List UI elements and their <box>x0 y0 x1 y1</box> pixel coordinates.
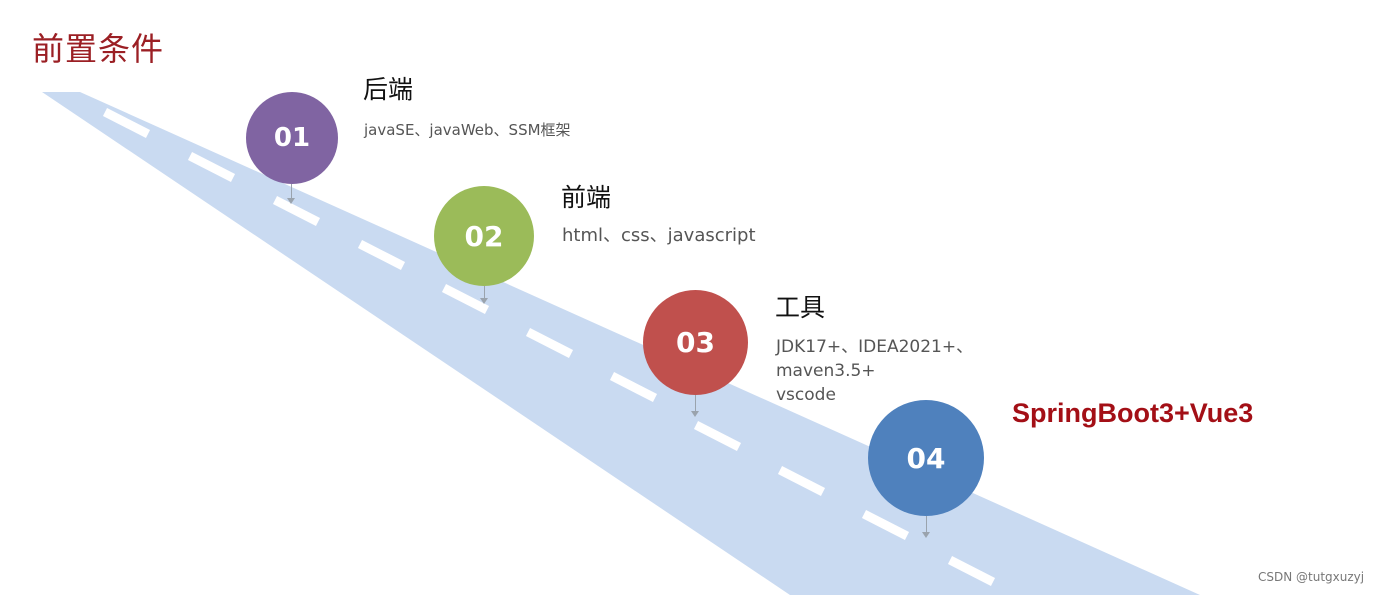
page-title: 前置条件 <box>32 30 165 68</box>
step-02-number: 02 <box>464 219 504 253</box>
step-01-heading: 后端 <box>363 75 414 104</box>
step-04-pointer-icon <box>922 516 930 538</box>
step-03-circle: 03 <box>643 290 748 395</box>
step-02-pointer-icon <box>480 286 488 304</box>
step-01-pointer-icon <box>287 184 295 204</box>
watermark: CSDN @tutgxuzyj <box>1258 570 1365 584</box>
step-03-heading: 工具 <box>775 293 826 322</box>
step-03-number: 03 <box>676 326 715 359</box>
step-02-circle: 02 <box>434 186 534 286</box>
step-04-number: 04 <box>906 441 946 475</box>
final-goal-label: SpringBoot3+Vue3 <box>1012 398 1254 428</box>
step-02-heading: 前端 <box>561 183 612 212</box>
step-04-circle: 04 <box>868 400 984 516</box>
step-01-number: 01 <box>273 123 311 153</box>
step-02-description: html、css、javascript <box>562 225 756 246</box>
road-center-dashes <box>102 107 996 587</box>
step-03-description: JDK17+、IDEA2021+、 maven3.5+ vscode <box>776 337 974 405</box>
step-01-circle: 01 <box>246 92 338 184</box>
step-03-pointer-icon <box>691 395 699 417</box>
step-01-description: javaSE、javaWeb、SSM框架 <box>364 121 571 139</box>
